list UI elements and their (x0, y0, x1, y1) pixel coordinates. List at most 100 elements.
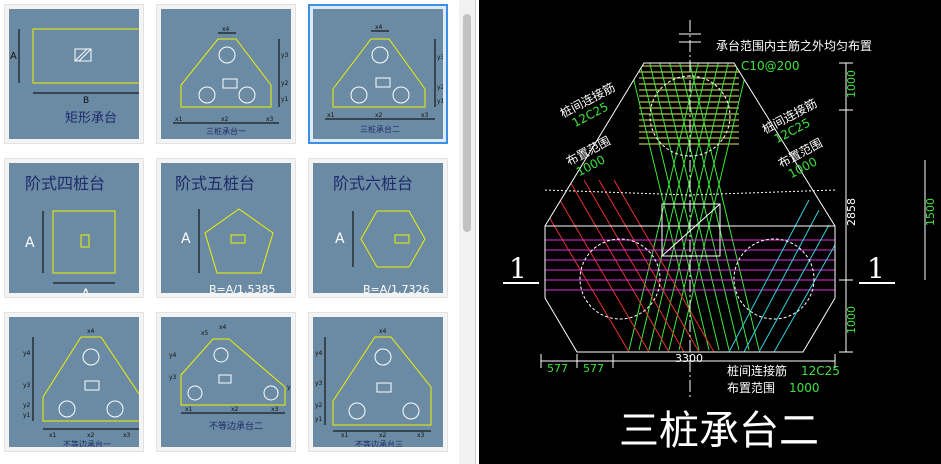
tile-five-label: 阶式五桩台 (175, 174, 255, 193)
tile-uneq3-dim-y2: y2 (315, 402, 323, 409)
tile-three2-dim-x1: x1 (327, 112, 335, 119)
tile-four-label: 阶式四桩台 (25, 174, 105, 193)
tile-five-formula: B=A/1.5385 (209, 283, 275, 293)
drawing-title: 三桩承台二 (619, 408, 819, 454)
rebar-yellow-top (639, 65, 739, 145)
tile-three1-dim-x1: x1 (175, 116, 183, 123)
tile-stepped-six-pile-preview: 阶式六桩台 A B=A/1.7326 (313, 163, 443, 293)
rebar-red (545, 179, 715, 352)
tile-uneq3-dim-y1: y1 (315, 416, 323, 423)
tile-three-pile-2[interactable]: x4 y3 y2 y1 x1 x2 x3 三桩承台二 (308, 4, 448, 144)
note-bottom-value: 1000 (789, 381, 820, 395)
tile-uneq2-dim-x1: x1 (185, 406, 193, 413)
pile-cap-outline (544, 62, 836, 353)
tile-uneq2-dim-y4: y4 (169, 352, 177, 359)
leader-left (544, 189, 691, 196)
tile-rect-label: 矩形承台 (65, 111, 117, 126)
tile-uneq3-dim-x1: x1 (341, 432, 349, 439)
tile-six-label: 阶式六桩台 (333, 174, 413, 193)
cad-drawing-viewport[interactable]: 1 1 1000 2858 1000 1500 577 577 3300 承台范… (479, 0, 941, 464)
tile-rect-dim-b: B (83, 96, 89, 106)
tile-stepped-four-pile-preview: 阶式四桩台 A A (9, 163, 139, 293)
tile-three2-dim-y1: y1 (437, 98, 443, 105)
tile-unequal-cap-3-preview: x4 y4 y3 y2 y1 x1 x2 x3 不等边承台三 (313, 317, 443, 447)
column-diagonal (661, 203, 721, 257)
tile-uneq2-dim-y3: y3 (169, 374, 177, 381)
tile-rect-cap-preview: A B 矩形承台 (9, 9, 139, 139)
tile-three1-label: 三桩承台一 (206, 126, 246, 136)
tile-six-dim-a: A (335, 231, 345, 247)
dim-v-far: 1500 (924, 198, 937, 226)
tile-unequal-cap-1-preview: x4 y4 y3 y2 y1 x1 x2 x3 不等边承台一 (9, 317, 139, 447)
tile-three1-dim-x2: x2 (221, 116, 229, 123)
tile-uneq2-dim-x2: x2 (231, 406, 239, 413)
tile-three1-dim-x3: x3 (266, 116, 274, 123)
section-mark-left: 1 (509, 252, 527, 285)
tile-three-pile-1[interactable]: x4 y3 y2 y1 x1 x2 x3 三桩承台一 (156, 4, 296, 144)
tile-three2-dim-x4: x4 (375, 24, 383, 31)
cad-drawing: 1 1 1000 2858 1000 1500 577 577 3300 承台范… (503, 20, 937, 454)
note-bottom-1: 桩间连接筋 (727, 363, 787, 378)
tile-uneq1-dim-y3: y3 (23, 382, 31, 389)
pile-right (733, 238, 815, 320)
template-gallery: A B 矩形承台 x4 y3 y2 y1 x1 x2 x3 三桩承台一 (4, 0, 476, 464)
tile-uneq1-dim-x3: x3 (123, 432, 131, 439)
tile-uneq2-dim-x4: x4 (219, 324, 227, 331)
tile-three1-dim-y2: y2 (281, 80, 289, 87)
tile-stepped-six-pile[interactable]: 阶式六桩台 A B=A/1.7326 (308, 158, 448, 298)
section-mark-right: 1 (867, 252, 885, 285)
rebar-magenta (545, 239, 835, 291)
tile-three2-dim-x3: x3 (421, 112, 429, 119)
tile-three1-dim-x4: x4 (222, 26, 230, 33)
tile-stepped-five-pile-preview: 阶式五桩台 A B=A/1.5385 (161, 163, 291, 293)
tile-uneq2-dim-x3: x3 (271, 406, 279, 413)
tile-uneq1-dim-x2: x2 (87, 432, 95, 439)
tile-uneq1-dim-y4: y4 (23, 350, 31, 357)
rebar-green-diagonal (628, 63, 760, 351)
dim-v-mid: 2858 (845, 198, 858, 226)
tile-three2-dim-y3: y3 (437, 54, 443, 61)
tile-unequal-cap-2[interactable]: x5 x4 y4 y3 y1 x1 x2 x3 不等边承台二 (156, 312, 296, 452)
tile-five-dim-a: A (181, 231, 191, 247)
gallery-scrollbar[interactable] (459, 0, 475, 464)
dim-h-left-2: 577 (583, 362, 604, 375)
note-left-range-group: 布置范围 1000 (564, 134, 613, 179)
note-top: 承台范围内主筋之外均匀布置 (716, 38, 872, 53)
note-top-rebar: C10@200 (741, 59, 800, 73)
dim-h-left-1: 577 (547, 362, 568, 375)
leader-right (689, 189, 836, 196)
note-bottom-2: 布置范围 (727, 381, 775, 395)
tile-unequal-cap-3[interactable]: x4 y4 y3 y2 y1 x1 x2 x3 不等边承台三 (308, 312, 448, 452)
dim-v-bottom: 1000 (845, 306, 858, 334)
tile-uneq3-label: 不等边承台三 (355, 439, 403, 447)
tile-three2-dim-y2: y2 (437, 84, 443, 91)
tile-rect-dim-a: A (10, 51, 17, 62)
dim-h-total: 3300 (675, 352, 703, 365)
tile-uneq3-dim-x3: x3 (417, 432, 425, 439)
gallery-scrollbar-thumb[interactable] (463, 14, 471, 232)
tile-stepped-four-pile[interactable]: 阶式四桩台 A A (4, 158, 144, 298)
tile-rect-cap[interactable]: A B 矩形承台 (4, 4, 144, 144)
tile-unequal-cap-2-preview: x5 x4 y4 y3 y1 x1 x2 x3 不等边承台二 (161, 317, 291, 447)
tile-uneq2-dim-y1: y1 (287, 384, 291, 391)
tile-stepped-five-pile[interactable]: 阶式五桩台 A B=A/1.5385 (156, 158, 296, 298)
tile-six-formula: B=A/1.7326 (363, 283, 429, 293)
tile-three2-label: 三桩承台二 (360, 124, 400, 134)
tile-three1-dim-y3: y3 (281, 52, 289, 59)
tile-three-pile-1-preview: x4 y3 y2 y1 x1 x2 x3 三桩承台一 (161, 9, 291, 139)
rebar-cyan (728, 199, 835, 352)
tile-uneq1-dim-y1: y1 (23, 412, 31, 419)
tile-three2-dim-x2: x2 (375, 112, 383, 119)
tile-uneq1-dim-x4: x4 (87, 328, 95, 335)
tile-four-dim-a2: A (81, 287, 91, 293)
column-footprint (661, 203, 721, 257)
tile-uneq3-dim-y4: y4 (315, 350, 323, 357)
tile-four-dim-a1: A (25, 235, 35, 251)
rebar-hatching (545, 63, 835, 352)
tile-unequal-cap-1[interactable]: x4 y4 y3 y2 y1 x1 x2 x3 不等边承台一 (4, 312, 144, 452)
note-bottom-rebar: 12C25 (801, 364, 840, 378)
tile-uneq2-label: 不等边承台二 (209, 420, 263, 432)
tile-uneq3-dim-x2: x2 (379, 432, 387, 439)
tile-uneq1-dim-x1: x1 (49, 432, 57, 439)
tile-uneq1-label: 不等边承台一 (63, 439, 111, 447)
